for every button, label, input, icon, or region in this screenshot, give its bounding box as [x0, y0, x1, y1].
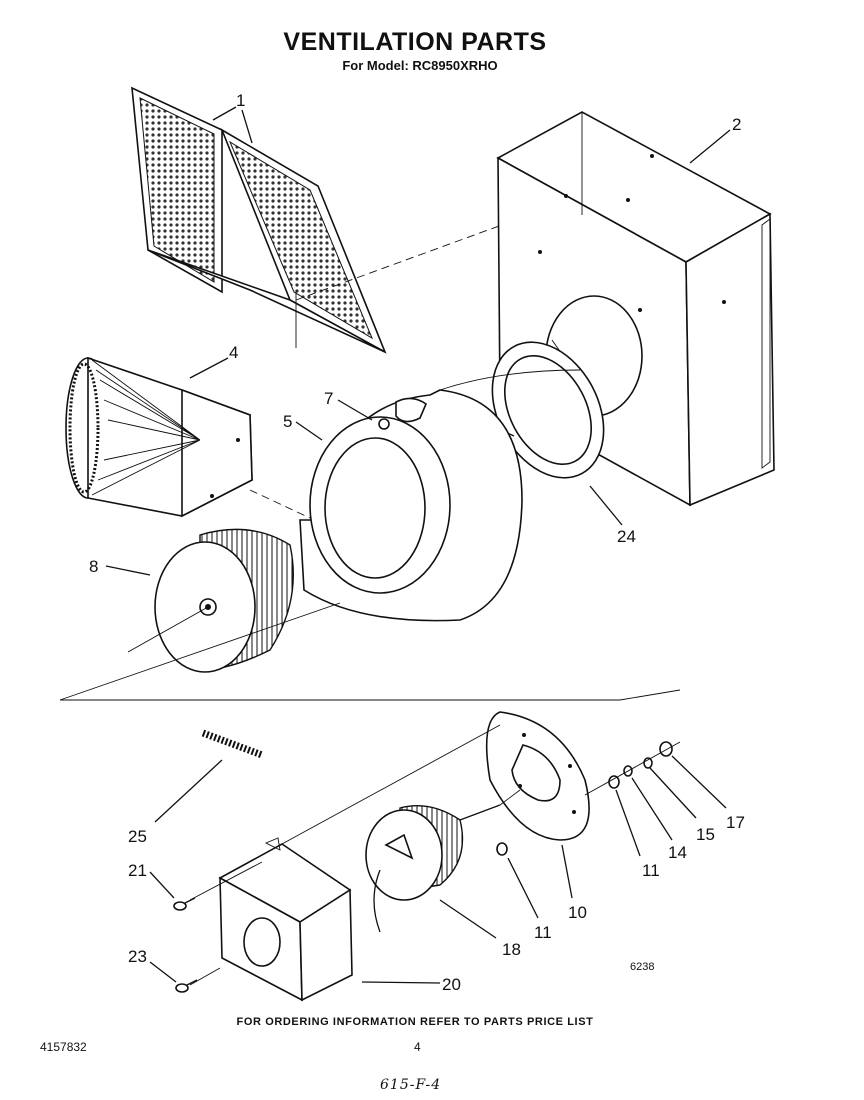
model-subtitle: For Model: RC8950XRHO — [342, 58, 498, 73]
callout-1: 1 — [236, 91, 245, 110]
handwritten-note: 615-F-4 — [380, 1077, 442, 1093]
motor-plate-part-10 — [485, 711, 590, 841]
screw-part-23 — [175, 979, 198, 993]
junction-box-part-20 — [218, 837, 353, 1002]
callout-18: 18 — [502, 940, 521, 959]
callout-4: 4 — [229, 343, 238, 362]
callout-24: 24 — [617, 527, 636, 546]
callout-11b: 11 — [642, 861, 660, 880]
ordering-note: FOR ORDERING INFORMATION REFER TO PARTS … — [236, 1016, 594, 1028]
blower-housing-part-5 — [299, 369, 581, 622]
callout-20: 20 — [442, 975, 461, 994]
spring-part-25 — [201, 729, 264, 759]
document-number: 4157832 — [40, 1040, 87, 1054]
callout-5: 5 — [283, 412, 292, 431]
diagram-code: 6238 — [630, 961, 654, 973]
callout-17: 17 — [726, 813, 745, 832]
callout-23: 23 — [128, 947, 147, 966]
leader-lines — [105, 106, 731, 984]
callout-25: 25 — [128, 827, 147, 846]
damper-part-4 — [65, 356, 253, 518]
callout-21: 21 — [128, 861, 147, 880]
collar-ring-part-24 — [491, 341, 605, 479]
page-title: VENTILATION PARTS — [283, 28, 547, 56]
nut-part-11 — [608, 775, 620, 789]
blower-wheel-part-8 — [154, 528, 294, 673]
screw-part-21 — [173, 897, 196, 911]
nut-part-17 — [659, 741, 673, 757]
grease-filter-part-1 — [131, 86, 387, 354]
page-number: 4 — [414, 1040, 421, 1054]
motor-part-18 — [365, 804, 501, 933]
callout-10: 10 — [568, 903, 587, 922]
callout-14: 14 — [668, 843, 687, 862]
callout-2: 2 — [732, 115, 741, 134]
nut-part-11 — [496, 842, 508, 856]
callout-11a: 11 — [534, 923, 552, 942]
callout-8: 8 — [89, 557, 98, 576]
callout-7: 7 — [324, 389, 333, 408]
callout-15: 15 — [696, 825, 715, 844]
